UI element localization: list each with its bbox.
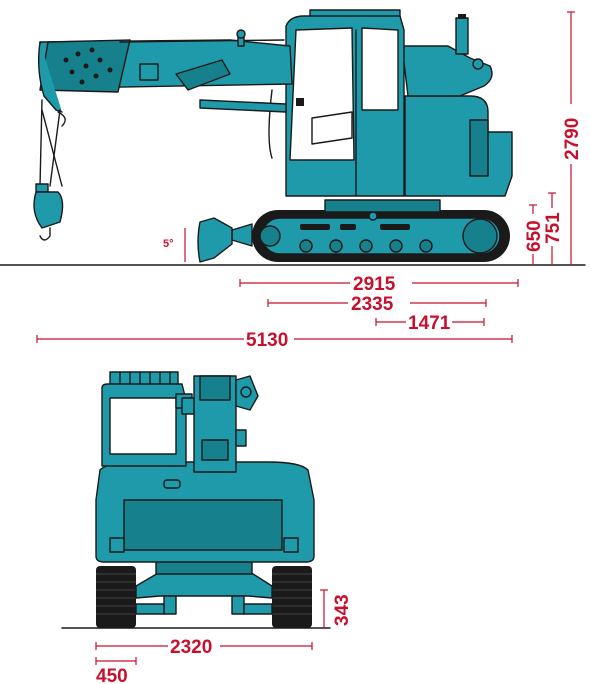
hook-block [33, 99, 66, 241]
dim-2335-label: 2335 [351, 294, 394, 315]
dim-5130-label: 5130 [246, 330, 288, 351]
cab-rear [101, 371, 193, 467]
dim-450: 450 [95, 657, 137, 684]
cab-rear-window [109, 397, 177, 455]
undercarriage-frame-rear [135, 559, 273, 615]
side-view: 5° [0, 9, 586, 351]
dim-343-label: 343 [332, 594, 353, 626]
dim-2790: 2790 [561, 11, 583, 265]
crawler-track-right-rear [272, 566, 312, 628]
exhaust-stack [455, 17, 469, 55]
dim-343: 343 [320, 589, 353, 628]
dim-2790-label: 2790 [562, 118, 583, 160]
dim-450-label: 450 [96, 666, 128, 684]
dim-1471-label: 1471 [408, 313, 451, 334]
dim-751: 751 [543, 192, 564, 265]
rear-body-side [401, 14, 513, 197]
angle-label: 5° [163, 238, 174, 250]
dim-2915: 2915 [239, 273, 519, 295]
swing-bearing [324, 199, 441, 213]
rear-body [95, 461, 315, 563]
boom-rear [181, 375, 259, 473]
crawler-track-side [252, 210, 510, 262]
dim-2335: 2335 [267, 293, 487, 315]
cab-window-side [361, 27, 399, 111]
outrigger-blade-side [197, 217, 253, 263]
dim-2320-label: 2320 [170, 637, 212, 658]
dim-2320: 2320 [95, 636, 313, 658]
dim-2915-label: 2915 [353, 274, 396, 295]
boom-lift-cylinder [199, 99, 287, 113]
crawler-track-left-rear [96, 566, 136, 628]
operator-cab [268, 9, 405, 197]
dim-1471: 1471 [375, 312, 485, 334]
dim-650-label: 650 [524, 220, 545, 252]
dim-751-label: 751 [543, 212, 564, 244]
dim-5130: 5130 [36, 329, 513, 351]
rear-view: 343 2320 450 [61, 371, 353, 684]
dim-650: 650 [524, 204, 545, 265]
telescopic-boom [37, 29, 293, 113]
